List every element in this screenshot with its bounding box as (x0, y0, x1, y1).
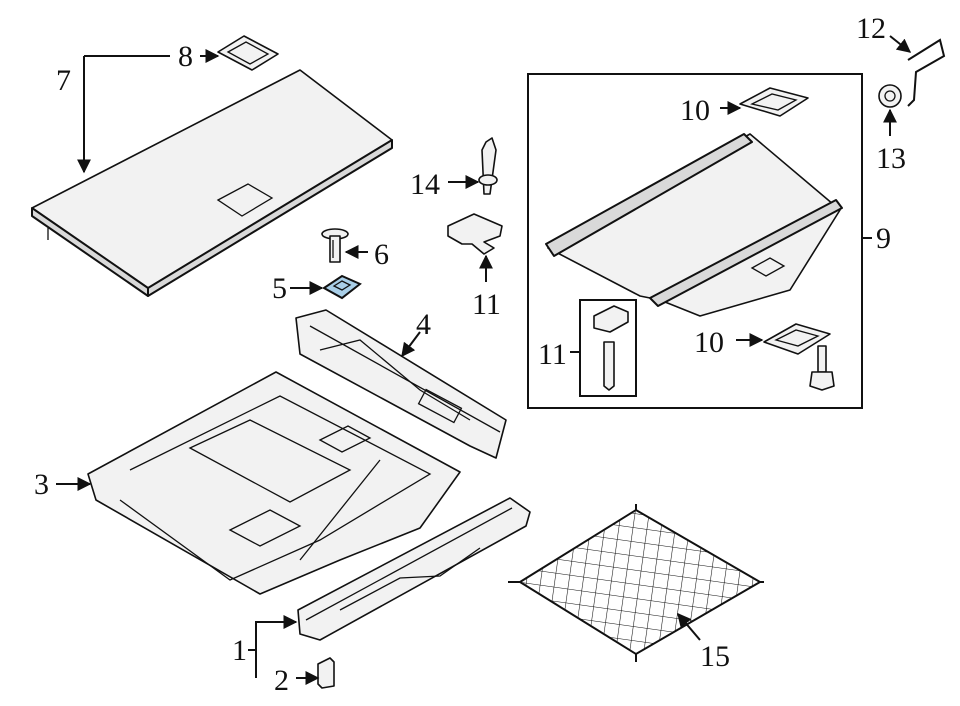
floor-pad-small (217, 35, 279, 71)
callout-13: 13 (876, 142, 906, 175)
callout-10-bottom: 10 (694, 326, 724, 359)
bolt (809, 345, 835, 391)
retainer-clip-highlighted (322, 274, 362, 300)
cover-pad-top (739, 87, 809, 117)
bracket-left (447, 213, 503, 255)
callout-15: 15 (700, 640, 730, 673)
clip-inset-box (579, 299, 637, 397)
callout-6: 6 (374, 238, 389, 271)
cargo-net (508, 504, 764, 662)
callout-7: 7 (56, 64, 71, 97)
nut (878, 84, 902, 108)
callout-9: 9 (876, 222, 891, 255)
callout-3: 3 (34, 468, 49, 501)
callout-1: 1 (232, 634, 247, 667)
tonneau-cover-group (527, 73, 863, 409)
scuff-plate (297, 497, 531, 641)
push-pin (321, 228, 349, 263)
cover-pad-bottom (763, 323, 831, 355)
callout-2: 2 (274, 664, 289, 697)
callout-12-right: 12 (856, 12, 886, 45)
rear-trim-bar (295, 309, 507, 459)
callout-labels: 7 8 6 5 4 3 1 2 14 11 12 13 10 10 9 11 1… (34, 12, 906, 697)
callout-14: 14 (410, 168, 440, 201)
bracket-top-right (907, 38, 946, 107)
callout-10-top: 10 (680, 94, 710, 127)
cargo-floor-panel (31, 69, 393, 297)
leader-lines (56, 35, 912, 685)
screw-fastener (478, 137, 498, 195)
small-clip (317, 657, 335, 689)
trunk-floor-tray (87, 371, 461, 595)
callout-5: 5 (272, 272, 287, 305)
callout-11: 11 (538, 338, 567, 371)
callout-12-left: 11 (472, 288, 501, 321)
callout-4: 4 (416, 308, 431, 341)
callout-8: 8 (178, 40, 193, 73)
